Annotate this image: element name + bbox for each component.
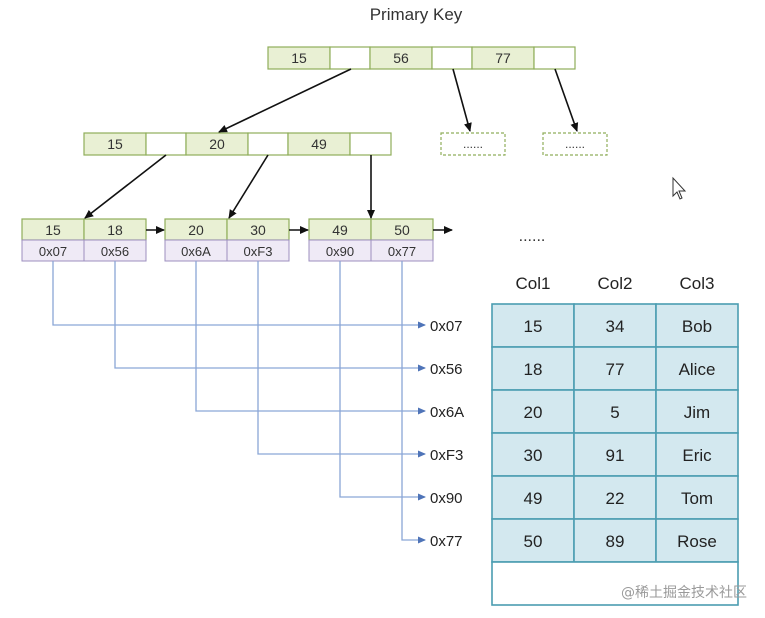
table-header: Col1 (516, 274, 551, 293)
data-table: Col1 Col2 Col3 15 34 Bob 18 77 Alice 20 5 Jim 30 9… (491, 274, 739, 606)
table-cell (655, 518, 739, 563)
table-cell-value: 15 (524, 317, 543, 336)
table-cell-value: Jim (684, 403, 710, 422)
row-address: 0x77 (430, 533, 463, 550)
leaf-key: 20 (188, 222, 204, 238)
table-cell-value: 18 (524, 360, 543, 379)
table-cell (655, 389, 739, 434)
row-address: 0x6A (430, 404, 464, 421)
placeholder-ellipsis: ...... (565, 137, 585, 151)
leaf-address: 0x07 (39, 244, 67, 259)
table-header: Col2 (598, 274, 633, 293)
leaf-address: 0x77 (388, 244, 416, 259)
table-cell-value: Tom (681, 489, 713, 508)
internal-to-leaf-arrow (228, 154, 269, 219)
internal-pointer-cell (247, 132, 289, 156)
root-to-placeholder-arrow (452, 68, 472, 132)
table-cell (573, 432, 657, 477)
internal-key: 15 (107, 136, 123, 152)
root-key: 77 (495, 50, 511, 66)
table-cell (655, 303, 739, 348)
table-cell-value: 49 (524, 489, 543, 508)
table-row: 15 34 Bob (491, 303, 739, 348)
table-cell-value: 89 (606, 532, 625, 551)
root-to-internal-arrow (218, 68, 352, 133)
root-node: 15 56 77 (267, 46, 576, 70)
internal-pointer-cell (349, 132, 392, 156)
table-row: 20 5 Jim (491, 389, 739, 434)
table-row: 50 89 Rose (491, 518, 739, 563)
leaf-address: 0x90 (326, 244, 354, 259)
root-key: 56 (393, 50, 409, 66)
tree-arrows (84, 68, 579, 234)
table-cell-value: 22 (606, 489, 625, 508)
table-cell-value: 5 (610, 403, 619, 422)
diagram-title: Primary Key (370, 5, 463, 24)
leaf-key: 49 (332, 222, 348, 238)
root-key: 15 (291, 50, 307, 66)
watermark: @稀土掘金技术社区 (621, 585, 747, 601)
leaf-key: 30 (250, 222, 266, 238)
table-cell-value: Alice (679, 360, 716, 379)
table-cell (491, 389, 575, 434)
table-cell-value: 50 (524, 532, 543, 551)
table-cell-value: 30 (524, 446, 543, 465)
placeholder-node: ...... (440, 132, 506, 156)
row-address: 0x56 (430, 361, 463, 378)
table-cell-value: Bob (682, 317, 712, 336)
internal-key: 20 (209, 136, 225, 152)
table-cell (491, 475, 575, 520)
placeholder-ellipsis: ...... (463, 137, 483, 151)
table-cell-value: 20 (524, 403, 543, 422)
table-cell-value: 91 (606, 446, 625, 465)
leaf-key: 15 (45, 222, 61, 238)
leaf-node: 20 30 0x6A 0xF3 (164, 218, 290, 262)
table-cell (491, 346, 575, 391)
table-body: 15 34 Bob 18 77 Alice 20 5 Jim 30 91 Eric 49 22 Tom 50 8… (491, 303, 739, 563)
table-row: 18 77 Alice (491, 346, 739, 391)
row-pointer-lines (52, 261, 426, 544)
leaf-address: 0x6A (181, 244, 211, 259)
internal-pointer-cell (145, 132, 187, 156)
row-pointer-line (114, 261, 426, 372)
root-pointer-cell (329, 46, 371, 70)
leaf-address: 0x56 (101, 244, 129, 259)
table-cell-value: Rose (677, 532, 717, 551)
table-row: 49 22 Tom (491, 475, 739, 520)
row-pointer-line (195, 261, 426, 415)
root-pointer-cell (431, 46, 473, 70)
leaf-ellipsis: ...... (519, 228, 546, 245)
table-cell (491, 432, 575, 477)
row-pointer-line (401, 261, 426, 544)
leaf-address: 0xF3 (244, 244, 273, 259)
leaf-node: 49 50 0x90 0x77 (308, 218, 434, 262)
root-to-placeholder-arrow (554, 68, 579, 132)
internal-to-leaf-arrow (84, 154, 167, 219)
internal-node: 15 20 49 (83, 132, 392, 156)
table-cell-value: 77 (606, 360, 625, 379)
table-empty-row (491, 561, 739, 606)
leaf-node: 15 18 0x07 0x56 (21, 218, 147, 262)
table-cell-value: Eric (682, 446, 712, 465)
table-cell (655, 432, 739, 477)
row-pointer-line (52, 261, 426, 329)
root-pointer-cell (533, 46, 576, 70)
internal-key: 49 (311, 136, 327, 152)
row-address: 0x90 (430, 490, 463, 507)
mouse-cursor-icon (672, 176, 687, 200)
row-pointer-line (339, 261, 426, 501)
leaf-key: 50 (394, 222, 410, 238)
table-cell-value: 34 (606, 317, 625, 336)
row-address-labels: 0x07 0x56 0x6A 0xF3 0x90 0x77 (430, 318, 464, 550)
row-address: 0x07 (430, 318, 463, 335)
table-header: Col3 (680, 274, 715, 293)
leaf-key: 18 (107, 222, 123, 238)
placeholder-node: ...... (542, 132, 608, 156)
table-row: 30 91 Eric (491, 432, 739, 477)
row-pointer-line (257, 261, 426, 458)
row-address: 0xF3 (430, 447, 463, 464)
